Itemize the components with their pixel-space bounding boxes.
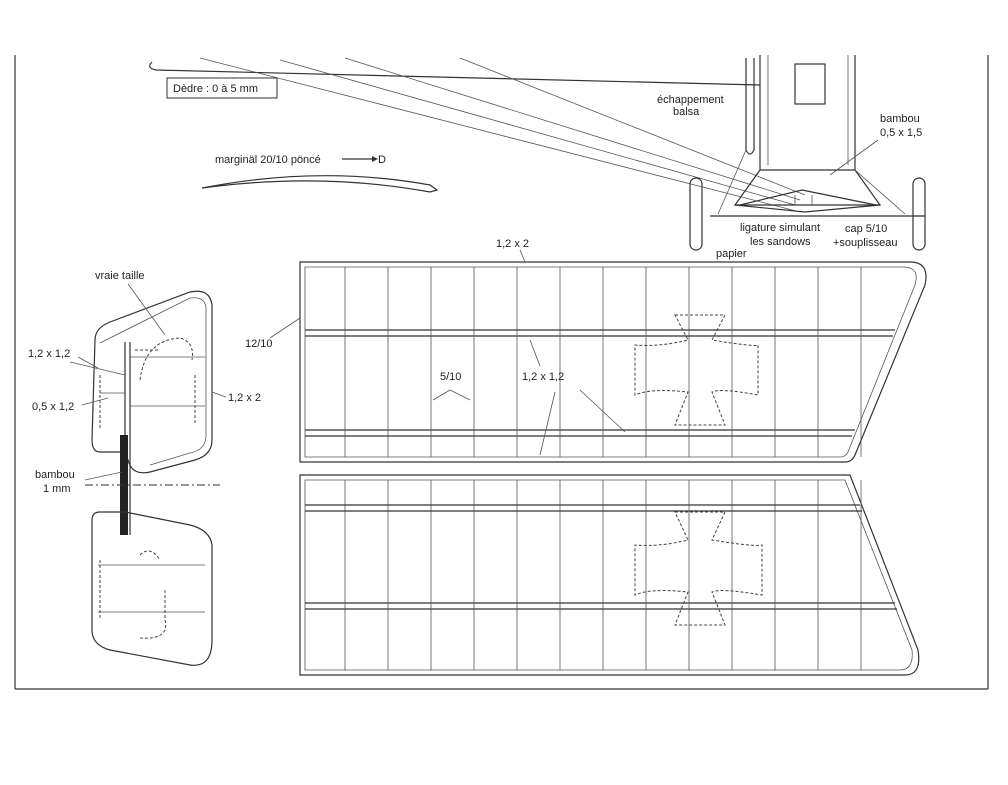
tail-edge-label: 1,2 x 2 — [228, 392, 261, 404]
tail-rib-label: 0,5 x 1,2 — [32, 401, 74, 413]
bamboo-label-1: bambou — [35, 469, 75, 481]
strut-label-1: bambou — [880, 113, 920, 125]
spar-label: 1,2 x 1,2 — [522, 371, 564, 383]
bamboo-label-2: 1 mm — [43, 483, 71, 495]
marginal-label: marginäl 20/10 pöncé — [215, 154, 321, 166]
ligature-label-1: ligature simulant — [740, 222, 820, 234]
marginal-profile: marginäl 20/10 pöncé D — [201, 154, 439, 193]
true-size-label: vraie taille — [95, 270, 145, 282]
dihedral-note: Dèdre : 0 à 5 mm — [166, 77, 278, 99]
svg-text:D: D — [378, 154, 386, 166]
wing-edge-label: 1,2 x 2 — [496, 238, 529, 250]
leading-edge-label: 12/10 — [245, 338, 273, 350]
sheet-frame — [14, 55, 989, 690]
exhaust-label-1: échappement — [657, 94, 724, 106]
exhaust-label-2: balsa — [673, 106, 700, 118]
upper-wing: 1,2 x 2 12/10 5/10 1,2 x 1,2 — [245, 238, 927, 463]
cap-label-1: cap 5/10 — [845, 223, 887, 235]
tail-spar-label: 1,2 x 1,2 — [28, 348, 70, 360]
rib-label: 5/10 — [440, 371, 461, 383]
strut-label-2: 0,5 x 1,5 — [880, 127, 922, 139]
fuselage-front-view: échappement balsa bambou 0,5 x 1,5 ligat… — [657, 55, 926, 260]
paper-label: papier — [716, 248, 747, 260]
cap-label-2: +souplisseau — [833, 237, 898, 249]
lower-wing — [299, 474, 920, 676]
dihedral-label: Dèdre : 0 à 5 mm — [173, 83, 258, 95]
tailplane: vraie taille 1,2 x 1,2 0,5 x 1,2 1,2 x 2… — [28, 270, 261, 666]
ligature-label-2: les sandows — [750, 236, 811, 248]
rigging-lines — [149, 57, 806, 213]
